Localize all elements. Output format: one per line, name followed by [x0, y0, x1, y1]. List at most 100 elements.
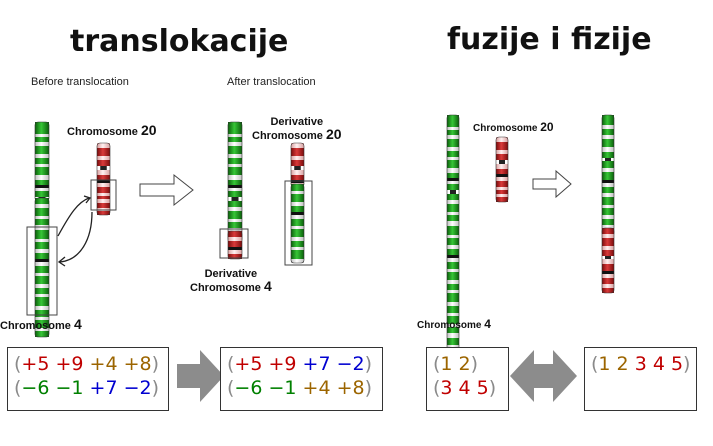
chr4-before-band: [35, 219, 49, 225]
fused-green-band: [602, 225, 614, 228]
chr4-before-band: [35, 273, 49, 276]
fused-red-band: [605, 256, 611, 259]
permutation-token: +5: [21, 353, 50, 375]
fused-green-band: [602, 115, 614, 125]
chr4-before-band: [35, 198, 49, 204]
right-chr20-band: [496, 142, 508, 150]
right-chr4-band: [447, 173, 459, 178]
permutation-token: (: [591, 353, 599, 375]
after-permutation-box: (+5 +9 +7 −2) (−6 −1 +4 +8): [220, 347, 383, 411]
chr20-before-band: [97, 183, 110, 187]
fused-green-band: [602, 152, 614, 158]
open-arrow-icon: [532, 169, 572, 199]
deriv20-after-band: [291, 160, 304, 166]
right-chr4-band: [447, 168, 459, 173]
fused-green-band: [602, 187, 614, 193]
chr4-before-band: [35, 208, 49, 216]
deriv4-after-band: [228, 188, 242, 191]
right-chr4-band: [447, 249, 459, 255]
translocation-title: translokacije: [70, 24, 289, 59]
deriv20-after-band: [291, 247, 304, 250]
deriv4-after-band: [228, 185, 242, 188]
right-chr4-band: [447, 135, 459, 139]
permutation-token: ): [683, 353, 691, 375]
chr4-before-band: [35, 262, 49, 266]
right-chr4-band: [447, 221, 459, 226]
fused-red-band: [602, 238, 614, 246]
permutation-token: −6: [21, 377, 50, 399]
permutation-token: ): [488, 377, 497, 399]
fused-green-band: [602, 161, 614, 168]
fused-green-band: [602, 215, 614, 219]
right-chr4-band: [447, 181, 459, 184]
fused-red-band: [602, 278, 614, 284]
deriv20-after-band: [291, 206, 304, 212]
deriv20-after-band: [291, 170, 304, 175]
right-chr4-band: [447, 115, 459, 127]
right-chr4-band: [447, 235, 459, 238]
right-chr4-band: [447, 130, 459, 135]
deriv20-after-band: [291, 215, 304, 219]
chr4-before-band: [35, 284, 49, 288]
chr4-before-band: [35, 288, 49, 294]
fused-green-band: [602, 180, 614, 183]
right-chr4-band: [447, 178, 459, 181]
deriv4-after-band: [228, 191, 242, 197]
deriv4-after-band: [228, 222, 242, 228]
right-chr4-band: [447, 316, 459, 324]
deriv4-after-band: [231, 197, 239, 201]
permutation-token: −2: [123, 377, 152, 399]
right-chr20-band: [496, 164, 508, 169]
fusion-genome-box: (1 2 3 4 5): [584, 347, 697, 411]
permutation-token: +7: [302, 353, 331, 375]
right-chr20-band: [499, 160, 505, 164]
fused-green-band: [602, 208, 614, 215]
permutation-token: +8: [123, 353, 152, 375]
permutation-token: +9: [55, 353, 84, 375]
deriv20-after-band: [291, 148, 304, 156]
permutation-row: (+5 +9 +7 −2): [227, 352, 376, 376]
chr20-label: Chromosome 20: [67, 122, 157, 138]
deriv4-after-band: [228, 228, 242, 233]
deriv4-tip-band: [228, 250, 242, 254]
chr20-before-band: [97, 160, 110, 166]
fused-green-band: [602, 197, 614, 205]
fused-red-band: [602, 284, 614, 288]
chr4-before-band: [35, 164, 49, 167]
deriv4-segment-box: [219, 228, 249, 259]
deriv4-after-band: [228, 219, 242, 222]
deriv20-after-band: [291, 191, 304, 194]
deriv4-after-band: [228, 134, 242, 137]
deriv20-after-band: [291, 175, 304, 180]
right-chr20-band: [496, 150, 508, 154]
chr4-before-outline: [34, 197, 50, 338]
chr4-before-band: [35, 180, 49, 185]
deriv4-after-band: [228, 201, 242, 207]
permutation-token: −1: [268, 377, 297, 399]
fused-green-band: [602, 205, 614, 208]
fusion-fission-title: fuzije i fizije: [447, 22, 652, 57]
chr4-before-band: [35, 306, 49, 310]
chr4-before-band: [35, 239, 49, 242]
permutation-token: (: [433, 377, 441, 399]
permutation-token: ): [364, 353, 373, 375]
chr4-before-band: [35, 146, 49, 154]
chr4-before-band: [35, 154, 49, 158]
chr4-before-band: [35, 137, 49, 142]
chr4-label: Chromosome 4: [0, 316, 82, 332]
fission-genome-box: (1 2) (3 4 5): [426, 347, 509, 411]
deriv4-tip-band: [228, 237, 242, 241]
right-chr20-band: [496, 197, 508, 202]
fused-red-band: [602, 250, 614, 256]
right-chr4-band: [447, 269, 459, 272]
right-chr20-outline: [495, 136, 509, 203]
chr4-before-band: [35, 317, 49, 320]
deriv4-after-band: [228, 175, 242, 180]
chr4-before-band: [35, 259, 49, 262]
fused-red-band: [602, 264, 614, 271]
chr4-before-band: [35, 158, 49, 164]
permutation-token: +4: [302, 377, 331, 399]
after-translocation-caption: After translocation: [227, 76, 316, 88]
chr20-before-band: [97, 170, 110, 175]
deriv4-after-band: [228, 207, 242, 211]
